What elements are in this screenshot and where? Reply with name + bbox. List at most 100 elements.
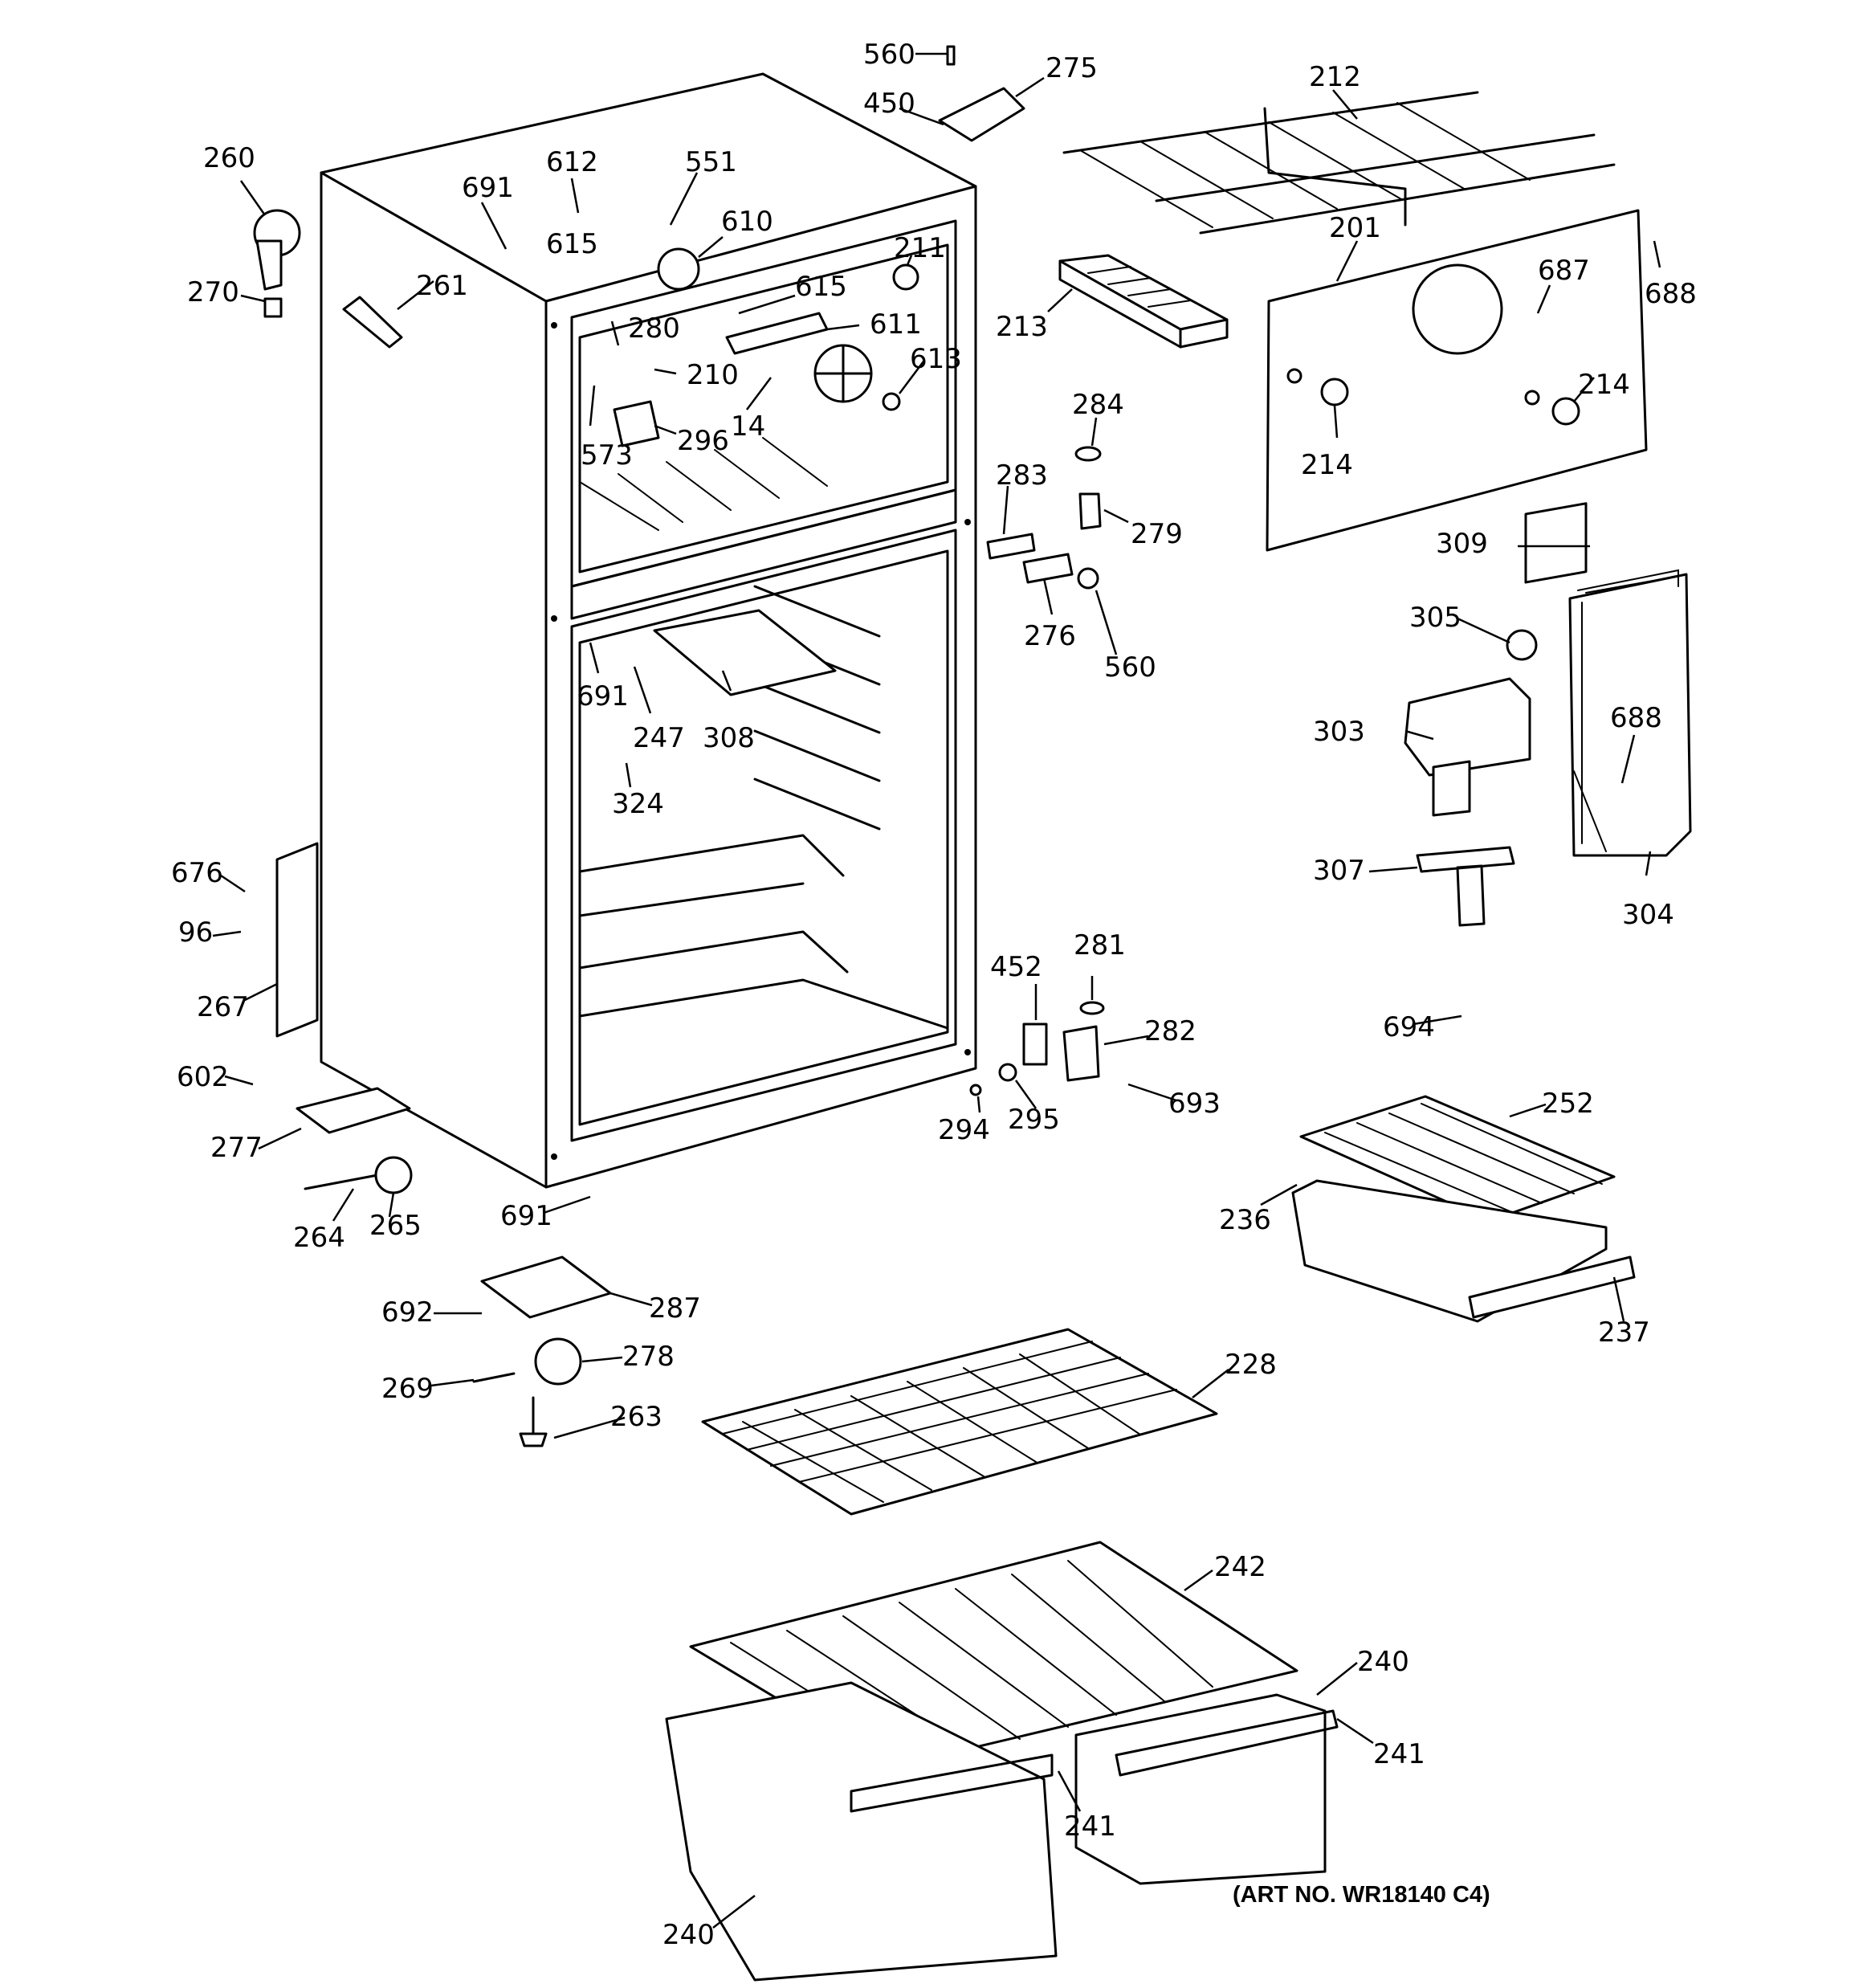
- callout-214-second: 214: [1578, 369, 1630, 401]
- callout-287: 287: [649, 1292, 701, 1325]
- callout-296: 296: [677, 425, 729, 457]
- callout-241-second: 241: [1064, 1810, 1116, 1843]
- screw-cover: [969, 1084, 982, 1096]
- callout-688: 688: [1645, 278, 1697, 310]
- side-bracket: [275, 842, 319, 1038]
- fan-grommet: [882, 392, 901, 411]
- callout-228: 228: [1225, 1349, 1277, 1381]
- air-damper-cover: [1568, 569, 1692, 857]
- callout-284: 284: [1072, 389, 1124, 421]
- callout-611: 611: [870, 308, 922, 341]
- center-hinge-pin: [1078, 492, 1102, 530]
- refrigerator-cabinet: [320, 72, 977, 1189]
- callout-309: 309: [1436, 528, 1488, 560]
- callout-214: 214: [1301, 449, 1353, 481]
- light-socket: [892, 263, 919, 291]
- bottom-hinge: [1062, 1025, 1100, 1082]
- callout-283: 283: [996, 459, 1048, 492]
- callout-201: 201: [1329, 212, 1381, 244]
- toe-grille-bracket: [296, 1087, 411, 1134]
- callout-14: 14: [731, 410, 765, 443]
- callout-210: 210: [687, 359, 739, 391]
- callout-281: 281: [1074, 929, 1126, 961]
- callout-261: 261: [416, 270, 468, 302]
- callout-308: 308: [703, 722, 755, 754]
- damper-control-bracket: [1416, 846, 1515, 927]
- callout-265: 265: [369, 1210, 422, 1242]
- callout-267: 267: [197, 991, 249, 1023]
- callout-304: 304: [1622, 899, 1674, 931]
- callout-247: 247: [633, 722, 685, 754]
- callout-691-second: 691: [577, 680, 629, 712]
- ice-tray: [1058, 254, 1229, 349]
- plug-button: [263, 297, 283, 318]
- callout-691: 691: [462, 172, 514, 204]
- roller-axle: [304, 1174, 379, 1190]
- center-hinge: [1022, 553, 1074, 584]
- callout-687: 687: [1538, 255, 1590, 287]
- callout-277: 277: [210, 1132, 263, 1164]
- crisper-assembly: [665, 1541, 1339, 1982]
- callout-276: 276: [1024, 620, 1076, 652]
- callout-450: 450: [863, 88, 915, 120]
- hinge-pin: [255, 239, 283, 291]
- callout-96: 96: [178, 916, 213, 949]
- top-hinge: [938, 87, 1025, 142]
- callout-213: 213: [996, 311, 1048, 343]
- callout-452: 452: [990, 951, 1042, 983]
- callout-551: 551: [685, 146, 737, 178]
- rear-roller: [534, 1337, 582, 1386]
- shelf-cover: [653, 609, 837, 696]
- callout-305: 305: [1409, 602, 1461, 634]
- callout-270: 270: [187, 276, 239, 308]
- callout-240-second: 240: [662, 1919, 715, 1951]
- handle-plug: [342, 296, 403, 349]
- callout-212: 212: [1309, 61, 1361, 93]
- damper-housing: [1404, 677, 1531, 817]
- callout-560-second: 560: [1104, 651, 1156, 684]
- callout-236: 236: [1219, 1204, 1271, 1236]
- callout-692: 692: [381, 1296, 434, 1329]
- callout-307: 307: [1313, 855, 1365, 887]
- callout-211: 211: [894, 232, 946, 264]
- hinge-screw: [946, 45, 956, 66]
- callout-279: 279: [1131, 518, 1183, 550]
- callout-237: 237: [1598, 1316, 1650, 1349]
- hinge-cover: [998, 1063, 1017, 1082]
- callout-278: 278: [622, 1341, 675, 1373]
- freezer-back-panel: [1266, 209, 1648, 552]
- callout-240: 240: [1357, 1646, 1409, 1678]
- callout-263: 263: [610, 1401, 662, 1433]
- callout-602: 602: [177, 1061, 229, 1093]
- callout-324: 324: [612, 788, 664, 820]
- callout-615-second: 615: [795, 271, 847, 303]
- callout-280: 280: [628, 312, 680, 345]
- callout-688-second: 688: [1610, 702, 1662, 734]
- freezer-wire-shelf: [1062, 91, 1616, 235]
- thermostat-bracket: [613, 400, 660, 447]
- callout-610: 610: [721, 206, 773, 238]
- leader-lines: [212, 52, 1661, 1929]
- callout-691-third: 691: [500, 1200, 552, 1232]
- hinge-washer: [1074, 446, 1102, 462]
- callout-693: 693: [1168, 1088, 1221, 1120]
- fan-motor: [657, 247, 700, 291]
- callout-269: 269: [381, 1373, 434, 1405]
- callout-252: 252: [1542, 1088, 1594, 1120]
- callout-282: 282: [1144, 1015, 1196, 1047]
- callout-613: 613: [910, 343, 962, 375]
- callout-275: 275: [1046, 52, 1098, 84]
- roller-bracket: [480, 1255, 612, 1319]
- roller-pin: [472, 1372, 516, 1383]
- label-plate: [1524, 502, 1588, 584]
- callout-615: 615: [546, 228, 598, 260]
- callout-295: 295: [1008, 1104, 1060, 1136]
- callout-560: 560: [863, 39, 915, 71]
- callout-241: 241: [1373, 1738, 1425, 1770]
- callout-264: 264: [293, 1222, 345, 1254]
- callout-573: 573: [581, 439, 633, 471]
- callout-303: 303: [1313, 716, 1365, 748]
- callout-260: 260: [203, 142, 255, 174]
